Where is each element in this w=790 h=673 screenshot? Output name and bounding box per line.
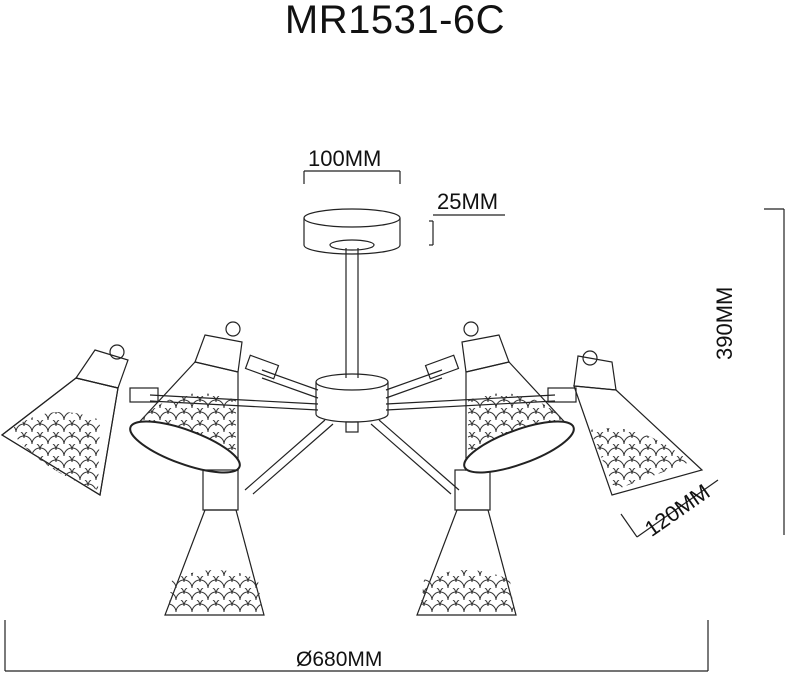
canopy-width-dimension <box>303 170 401 184</box>
lamp-shade-right <box>461 321 575 474</box>
center-hub <box>315 373 389 433</box>
lamp-shade-bottom-right <box>416 469 517 616</box>
lamp-shade-far-left <box>0 344 129 496</box>
total-diameter-dimension <box>4 620 709 672</box>
total-height-dimension <box>764 208 785 535</box>
canopy-width-label: 100MM <box>308 146 382 171</box>
canopy-height-dimension <box>429 214 505 246</box>
total-height-label: 390MM <box>712 286 737 360</box>
total-diameter-label: Ø680MM <box>296 648 383 671</box>
canopy-height-label: 25MM <box>437 189 499 214</box>
center-rod <box>345 248 359 378</box>
lamp-shade-left <box>129 321 243 474</box>
lamp-shade-bottom-left <box>164 469 265 616</box>
lamp-shade-far-right <box>573 350 704 496</box>
model-title: MR1531-6C <box>284 0 506 42</box>
ceiling-canopy <box>303 208 401 255</box>
shade-length-dimension <box>620 479 719 538</box>
